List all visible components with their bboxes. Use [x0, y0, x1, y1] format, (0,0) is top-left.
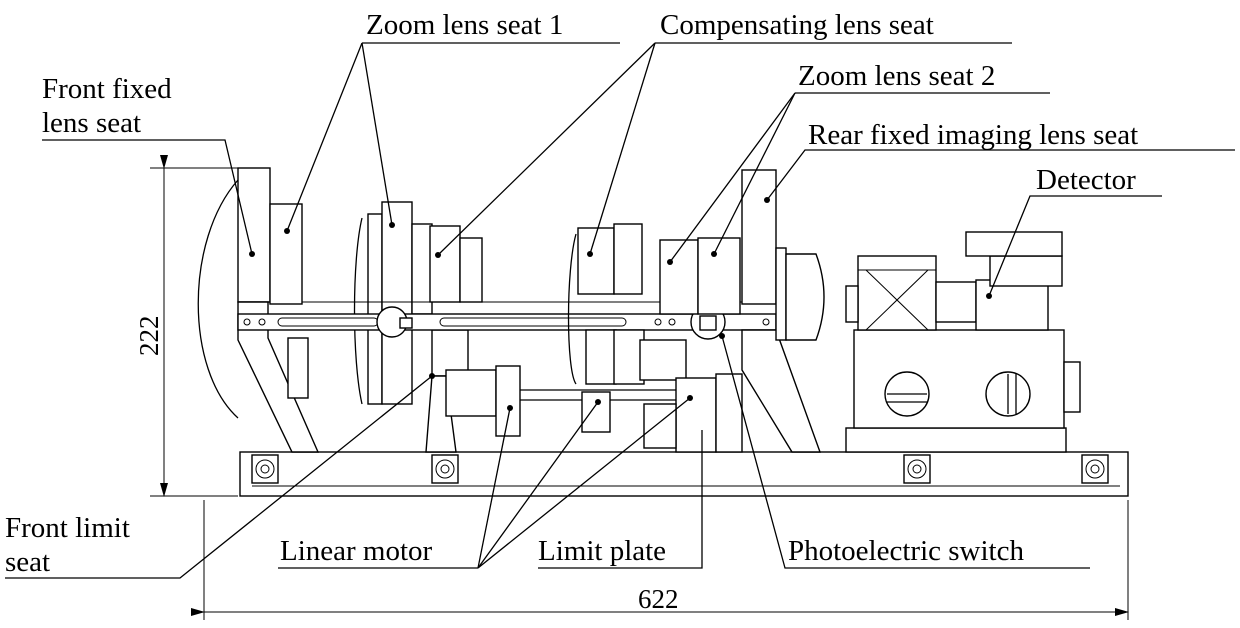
zoom-lens-seat-2-part: [567, 223, 741, 385]
label-compensating-lens-seat: Compensating lens seat: [660, 9, 934, 41]
base-plate: [239, 427, 1129, 497]
dimension-height-value: 222: [134, 316, 164, 357]
label-zoom-lens-seat-1: Zoom lens seat 1: [366, 9, 563, 41]
compensating-lens-seat-part: [425, 225, 483, 453]
front-fixed-lens-seat-part: [237, 167, 320, 453]
label-detector: Detector: [1036, 164, 1136, 196]
label-rear-fixed-imaging-lens-seat: Rear fixed imaging lens seat: [808, 119, 1138, 151]
label-limit-plate: Limit plate: [538, 535, 666, 567]
label-zoom-lens-seat-2: Zoom lens seat 2: [798, 60, 995, 92]
zoom-lens-seat-1-part: [353, 201, 433, 405]
guide-rail: [237, 301, 777, 340]
label-front-limit-line2: seat: [5, 546, 50, 578]
dimension-width-value: 622: [638, 584, 679, 614]
front-lens-arc: [197, 179, 239, 419]
label-front-fixed-line2: lens seat: [42, 107, 141, 139]
label-front-fixed-line1: Front fixed: [42, 73, 172, 105]
label-front-limit-line1: Front limit: [5, 512, 130, 544]
linear-motor-part: [445, 365, 743, 453]
leader-lines: [5, 42, 1235, 579]
rear-fixed-imaging-lens-seat-part: [741, 169, 825, 453]
label-linear-motor: Linear motor: [280, 535, 433, 567]
detector-part: [845, 231, 1081, 429]
label-photoelectric-switch: Photoelectric switch: [788, 535, 1024, 567]
dimension-lines: [150, 155, 1129, 620]
mechanical-drawing: [197, 167, 1129, 497]
